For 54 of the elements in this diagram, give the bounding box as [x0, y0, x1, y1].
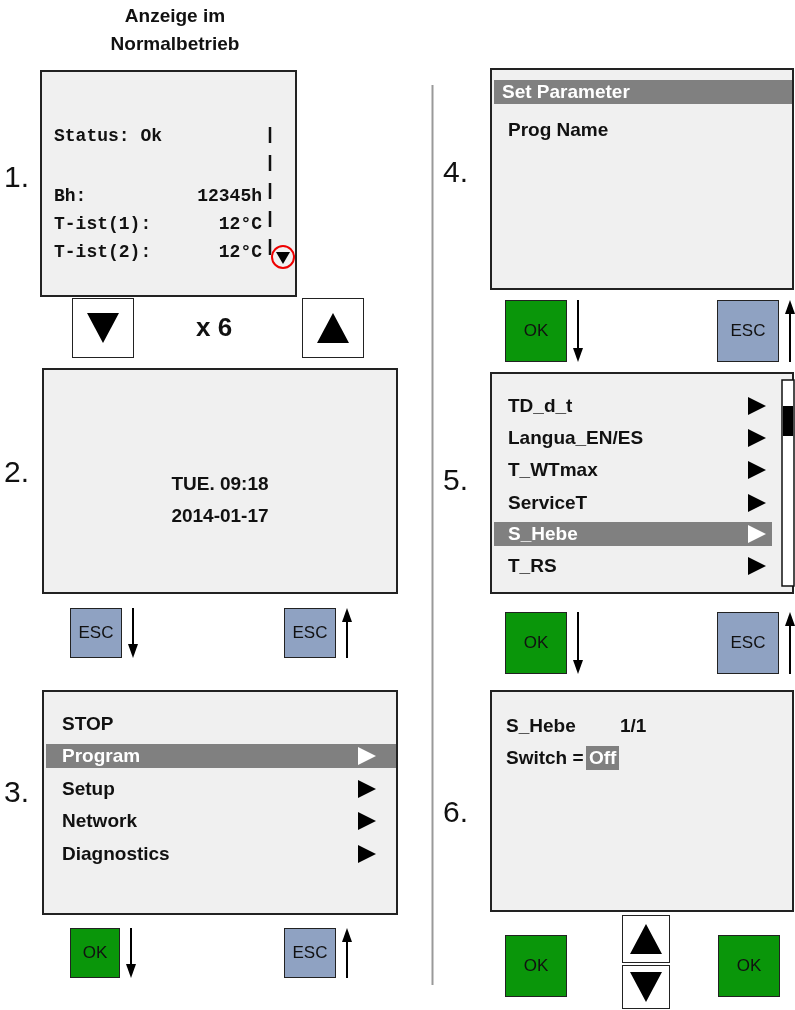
- menu-item: TD_d_t: [508, 394, 573, 418]
- screen-text: Bh:: [54, 185, 87, 208]
- menu-screen: [490, 372, 794, 594]
- menu-item: Program: [46, 744, 396, 768]
- down-arrow-key: [72, 298, 134, 358]
- menu-item: T_WTmax: [508, 458, 598, 482]
- step-number: 6.: [443, 795, 469, 829]
- esc-button: ESC: [70, 608, 122, 658]
- ok-button: OK: [70, 928, 120, 978]
- esc-button: ESC: [284, 928, 336, 978]
- screen-text: Prog Name: [508, 118, 609, 142]
- menu-item: Langua_EN/ES: [508, 426, 644, 450]
- ok-button: OK: [505, 300, 567, 362]
- display-screen: [490, 690, 794, 912]
- screen-text: 12°C: [218, 241, 262, 264]
- menu-item: Network: [62, 809, 137, 833]
- screen-text: Off: [586, 746, 620, 770]
- column-heading: Anzeige im Normalbetrieb: [109, 4, 241, 56]
- screen-text: T-ist(1):: [54, 213, 152, 236]
- down-arrow-key: [622, 965, 670, 1009]
- step-number: 1.: [4, 160, 30, 194]
- step-number: 4.: [443, 155, 469, 189]
- up-arrow-key: [302, 298, 364, 358]
- step-number: 3.: [4, 775, 30, 809]
- menu-item: Diagnostics: [62, 842, 170, 866]
- menu-item: Setup: [62, 777, 115, 801]
- screen-text: T-ist(2):: [54, 241, 152, 264]
- menu-item: T_RS: [508, 554, 557, 578]
- screen-text: Status: Ok: [54, 125, 163, 148]
- screen-text: 2014-01-17: [170, 504, 270, 528]
- screen-text: 12345h: [197, 185, 262, 208]
- screen-text: 12°C: [218, 213, 262, 236]
- up-arrow-key: [622, 915, 670, 963]
- repeat-count: x 6: [196, 312, 234, 343]
- menu-item: STOP: [62, 712, 114, 736]
- esc-button: ESC: [284, 608, 336, 658]
- ok-button: OK: [505, 612, 567, 674]
- menu-screen: [42, 690, 398, 915]
- screen-text: S_Hebe: [506, 714, 576, 738]
- esc-button: ESC: [717, 612, 779, 674]
- ok-button: OK: [505, 935, 567, 997]
- menu-item: ServiceT: [508, 491, 588, 515]
- step-number: 5.: [443, 463, 469, 497]
- display-screen: [40, 70, 297, 297]
- screen-text: Switch =: [506, 746, 584, 770]
- esc-button: ESC: [717, 300, 779, 362]
- display-screen: [42, 368, 398, 594]
- screen-text: TUE. 09:18: [170, 472, 270, 496]
- menu-item: S_Hebe: [494, 522, 772, 546]
- ok-button: OK: [718, 935, 780, 997]
- step-number: 2.: [4, 455, 30, 489]
- menu-screen: [490, 68, 794, 290]
- screen-text: Set Parameter: [494, 80, 792, 104]
- screen-text: 1/1: [620, 714, 647, 738]
